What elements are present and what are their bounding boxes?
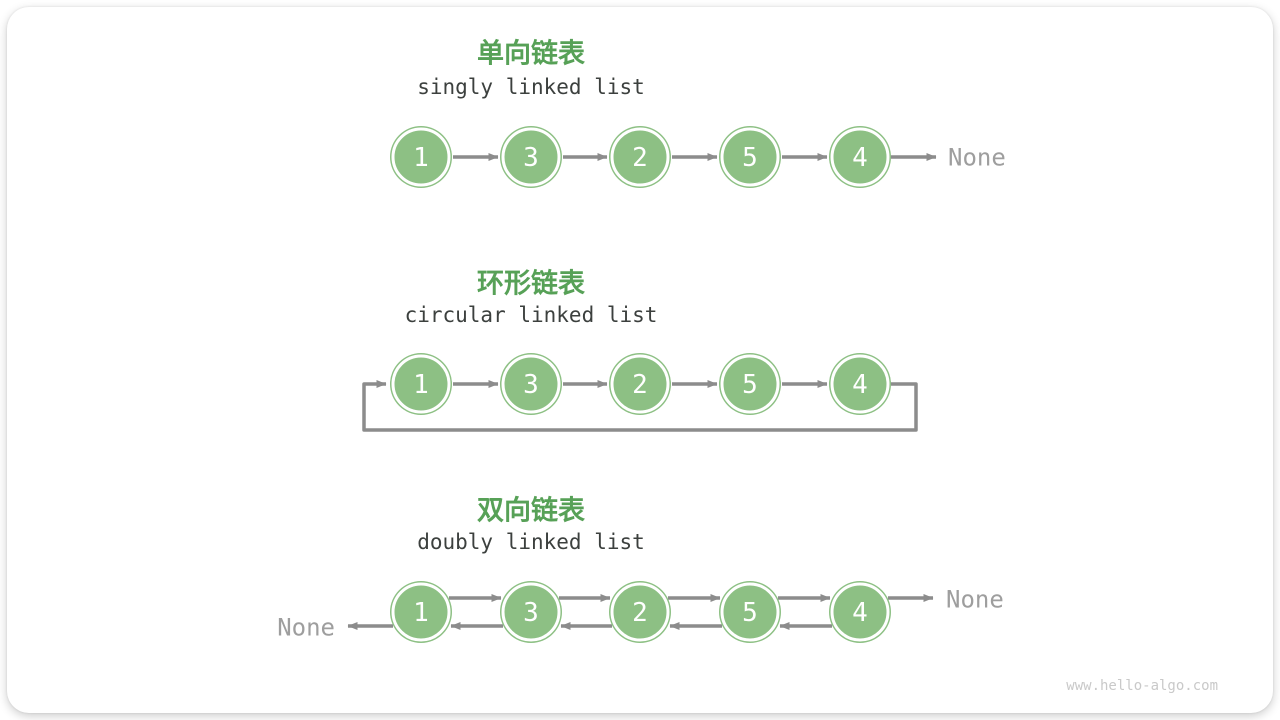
list-node: 5 [719, 353, 781, 415]
list-node: 2 [609, 353, 671, 415]
list-node: 1 [390, 581, 452, 643]
node-circle [390, 581, 452, 643]
node-circle [719, 126, 781, 188]
node-value: 1 [413, 370, 429, 400]
node-circle [829, 353, 891, 415]
section-doubly-title: 双向链表 [477, 495, 585, 526]
node-inner-ring [501, 127, 561, 187]
list-node: 3 [500, 581, 562, 643]
node-value: 5 [742, 370, 758, 400]
list-node: 2 [609, 581, 671, 643]
section-doubly-subtitle: doubly linked list [417, 530, 645, 554]
list-node: 1 [390, 353, 452, 415]
list-node: 4 [829, 353, 891, 415]
node-inner-ring [501, 354, 561, 414]
node-value: 3 [523, 370, 539, 400]
node-value: 2 [632, 598, 648, 628]
node-inner-ring [830, 354, 890, 414]
list-node: 3 [500, 126, 562, 188]
node-value: 3 [523, 143, 539, 173]
list-node: 1 [390, 126, 452, 188]
section-singly-title: 单向链表 [477, 38, 585, 69]
node-circle [829, 581, 891, 643]
list-node: 4 [829, 126, 891, 188]
node-circle [390, 126, 452, 188]
node-value: 4 [852, 143, 868, 173]
none-label: None [277, 613, 335, 641]
list-node: 2 [609, 126, 671, 188]
node-inner-ring [391, 354, 451, 414]
watermark: www.hello-algo.com [1066, 678, 1218, 694]
node-inner-ring [830, 127, 890, 187]
node-circle [609, 581, 671, 643]
node-circle [609, 353, 671, 415]
node-circle [719, 353, 781, 415]
list-node: 4 [829, 581, 891, 643]
node-value: 5 [742, 598, 758, 628]
node-inner-ring [720, 582, 780, 642]
node-value: 1 [413, 598, 429, 628]
node-inner-ring [610, 127, 670, 187]
node-value: 2 [632, 143, 648, 173]
list-node: 5 [719, 126, 781, 188]
list-node: 5 [719, 581, 781, 643]
node-inner-ring [391, 582, 451, 642]
node-inner-ring [391, 127, 451, 187]
node-inner-ring [720, 354, 780, 414]
node-circle [719, 581, 781, 643]
loop-pointer-arrow [362, 380, 918, 432]
node-circle [609, 126, 671, 188]
node-inner-ring [830, 582, 890, 642]
list-node: 3 [500, 353, 562, 415]
node-value: 2 [632, 370, 648, 400]
node-circle [390, 353, 452, 415]
node-value: 4 [852, 370, 868, 400]
node-inner-ring [501, 582, 561, 642]
none-label: None [948, 143, 1006, 171]
section-singly-subtitle: singly linked list [417, 75, 645, 99]
node-inner-ring [720, 127, 780, 187]
node-circle [500, 126, 562, 188]
node-value: 5 [742, 143, 758, 173]
node-circle [500, 353, 562, 415]
none-label: None [946, 585, 1004, 613]
section-circular-title: 环形链表 [477, 268, 585, 299]
node-inner-ring [610, 354, 670, 414]
node-circle [500, 581, 562, 643]
node-value: 1 [413, 143, 429, 173]
section-circular-subtitle: circular linked list [404, 303, 658, 327]
node-circle [829, 126, 891, 188]
node-value: 4 [852, 598, 868, 628]
node-value: 3 [523, 598, 539, 628]
node-inner-ring [610, 582, 670, 642]
